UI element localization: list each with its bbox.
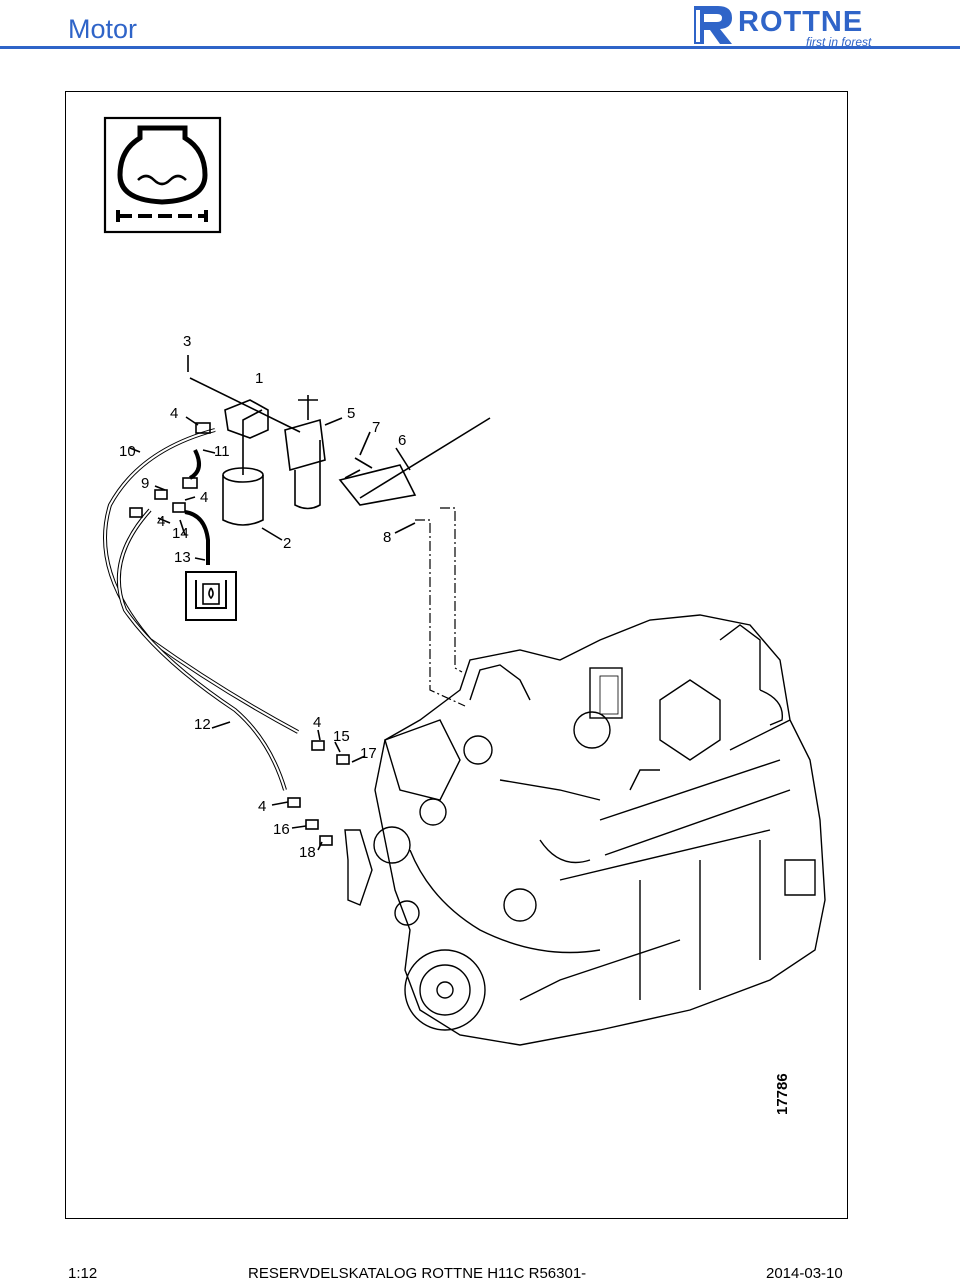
callout-4: 4 (157, 513, 165, 530)
callout-4: 4 (313, 714, 321, 731)
catalog-title: RESERVDELSKATALOG ROTTNE H11C R56301- (248, 1265, 587, 1282)
callout-4: 4 (170, 405, 178, 422)
mounting-bracket-icon (189, 377, 301, 439)
logo-wordmark: ROTTNE (738, 6, 864, 38)
page-number: 1:12 (68, 1265, 98, 1282)
callout-9: 9 (141, 475, 149, 492)
callout-17: 17 (360, 745, 377, 762)
callout-15: 15 (333, 728, 350, 745)
catalog-date: 2014-03-10 (766, 1265, 843, 1282)
engine-block-icon (344, 614, 826, 1046)
header-divider (0, 46, 960, 49)
coolant-symbol-icon (103, 116, 222, 234)
callout-14: 14 (172, 525, 189, 542)
callout-11: 11 (214, 443, 230, 460)
callout-16: 16 (273, 821, 290, 838)
callout-12: 12 (194, 716, 211, 733)
callout-13: 13 (174, 549, 191, 566)
callout-1: 1 (255, 370, 263, 387)
page-title: Motor (68, 14, 138, 44)
rottne-logo-icon (694, 6, 732, 44)
callout-8: 8 (383, 529, 391, 546)
water-separator-icon (284, 395, 326, 510)
callout-4: 4 (200, 489, 208, 506)
filter-canister-icon (222, 409, 264, 526)
callout-18: 18 (299, 844, 316, 861)
callout-2: 2 (283, 535, 291, 552)
callout-5: 5 (347, 405, 355, 422)
logo-tagline: first in forest (806, 35, 872, 49)
callout-10: 10 (119, 443, 136, 460)
callout-3: 3 (183, 333, 191, 350)
fuel-filter-symbol-icon (185, 571, 237, 621)
callout-4: 4 (258, 798, 266, 815)
drawing-number: 17786 (774, 1073, 791, 1115)
callout-6: 6 (398, 432, 406, 449)
brand-logo: ROTTNE first in forest (690, 2, 900, 49)
drawing-frame (65, 91, 848, 1219)
callout-7: 7 (372, 419, 380, 436)
